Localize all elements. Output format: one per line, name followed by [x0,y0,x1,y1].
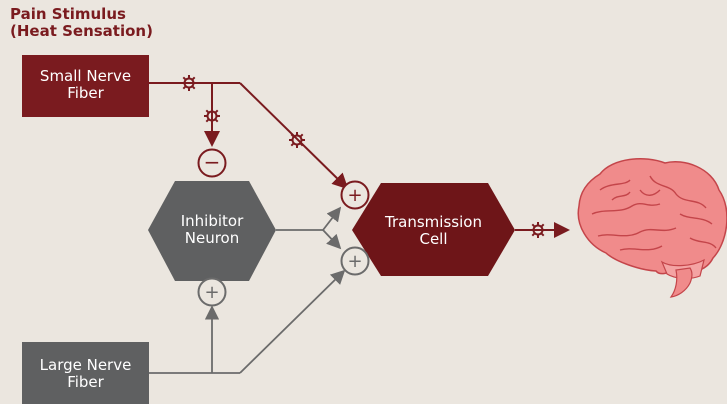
inhibitor-neuron-label: Inhibitor Neuron [148,213,276,247]
pain-stimulus-caption: Pain Stimulus (Heat Sensation) [10,6,153,40]
inhibitor-neuron-hexagon [148,181,276,281]
caption-line-1: Pain Stimulus [10,5,126,23]
large-fiber-label-line1: Large Nerve [39,356,132,374]
brain-icon [577,157,727,298]
inhibitor-output-line [322,229,342,250]
large-nerve-fiber-box [22,342,149,404]
plus-sign: + [347,185,362,206]
large-fiber-to-plus-line [239,269,346,374]
transmission-cell-label: Transmission Cell [352,214,515,248]
plus-sign: + [347,251,362,272]
inhibitor-output-line [276,206,342,231]
large-fiber-label-line2: Fiber [67,373,104,391]
transmission-label-line2: Cell [419,230,448,248]
transmission-cell-hexagon [352,183,515,276]
caption-line-2: (Heat Sensation) [10,22,153,40]
large-fiber-plus-circle [340,246,370,276]
small-fiber-label-line1: Small Nerve [39,67,132,85]
large-nerve-fiber-label: Large Nerve Fiber [22,357,149,391]
minus-sign: − [204,150,221,174]
excite-plus-circle [340,180,370,210]
inhibit-minus-circle [197,148,227,178]
inhibitor-label-line2: Neuron [184,229,240,247]
plus-sign: + [204,282,219,303]
small-nerve-fiber-label: Small Nerve Fiber [22,68,149,102]
inhibitor-label-line1: Inhibitor [180,212,244,230]
small-nerve-fiber-box [22,55,149,117]
small-fiber-label-line2: Fiber [67,84,104,102]
transmission-label-line1: Transmission [385,213,482,231]
